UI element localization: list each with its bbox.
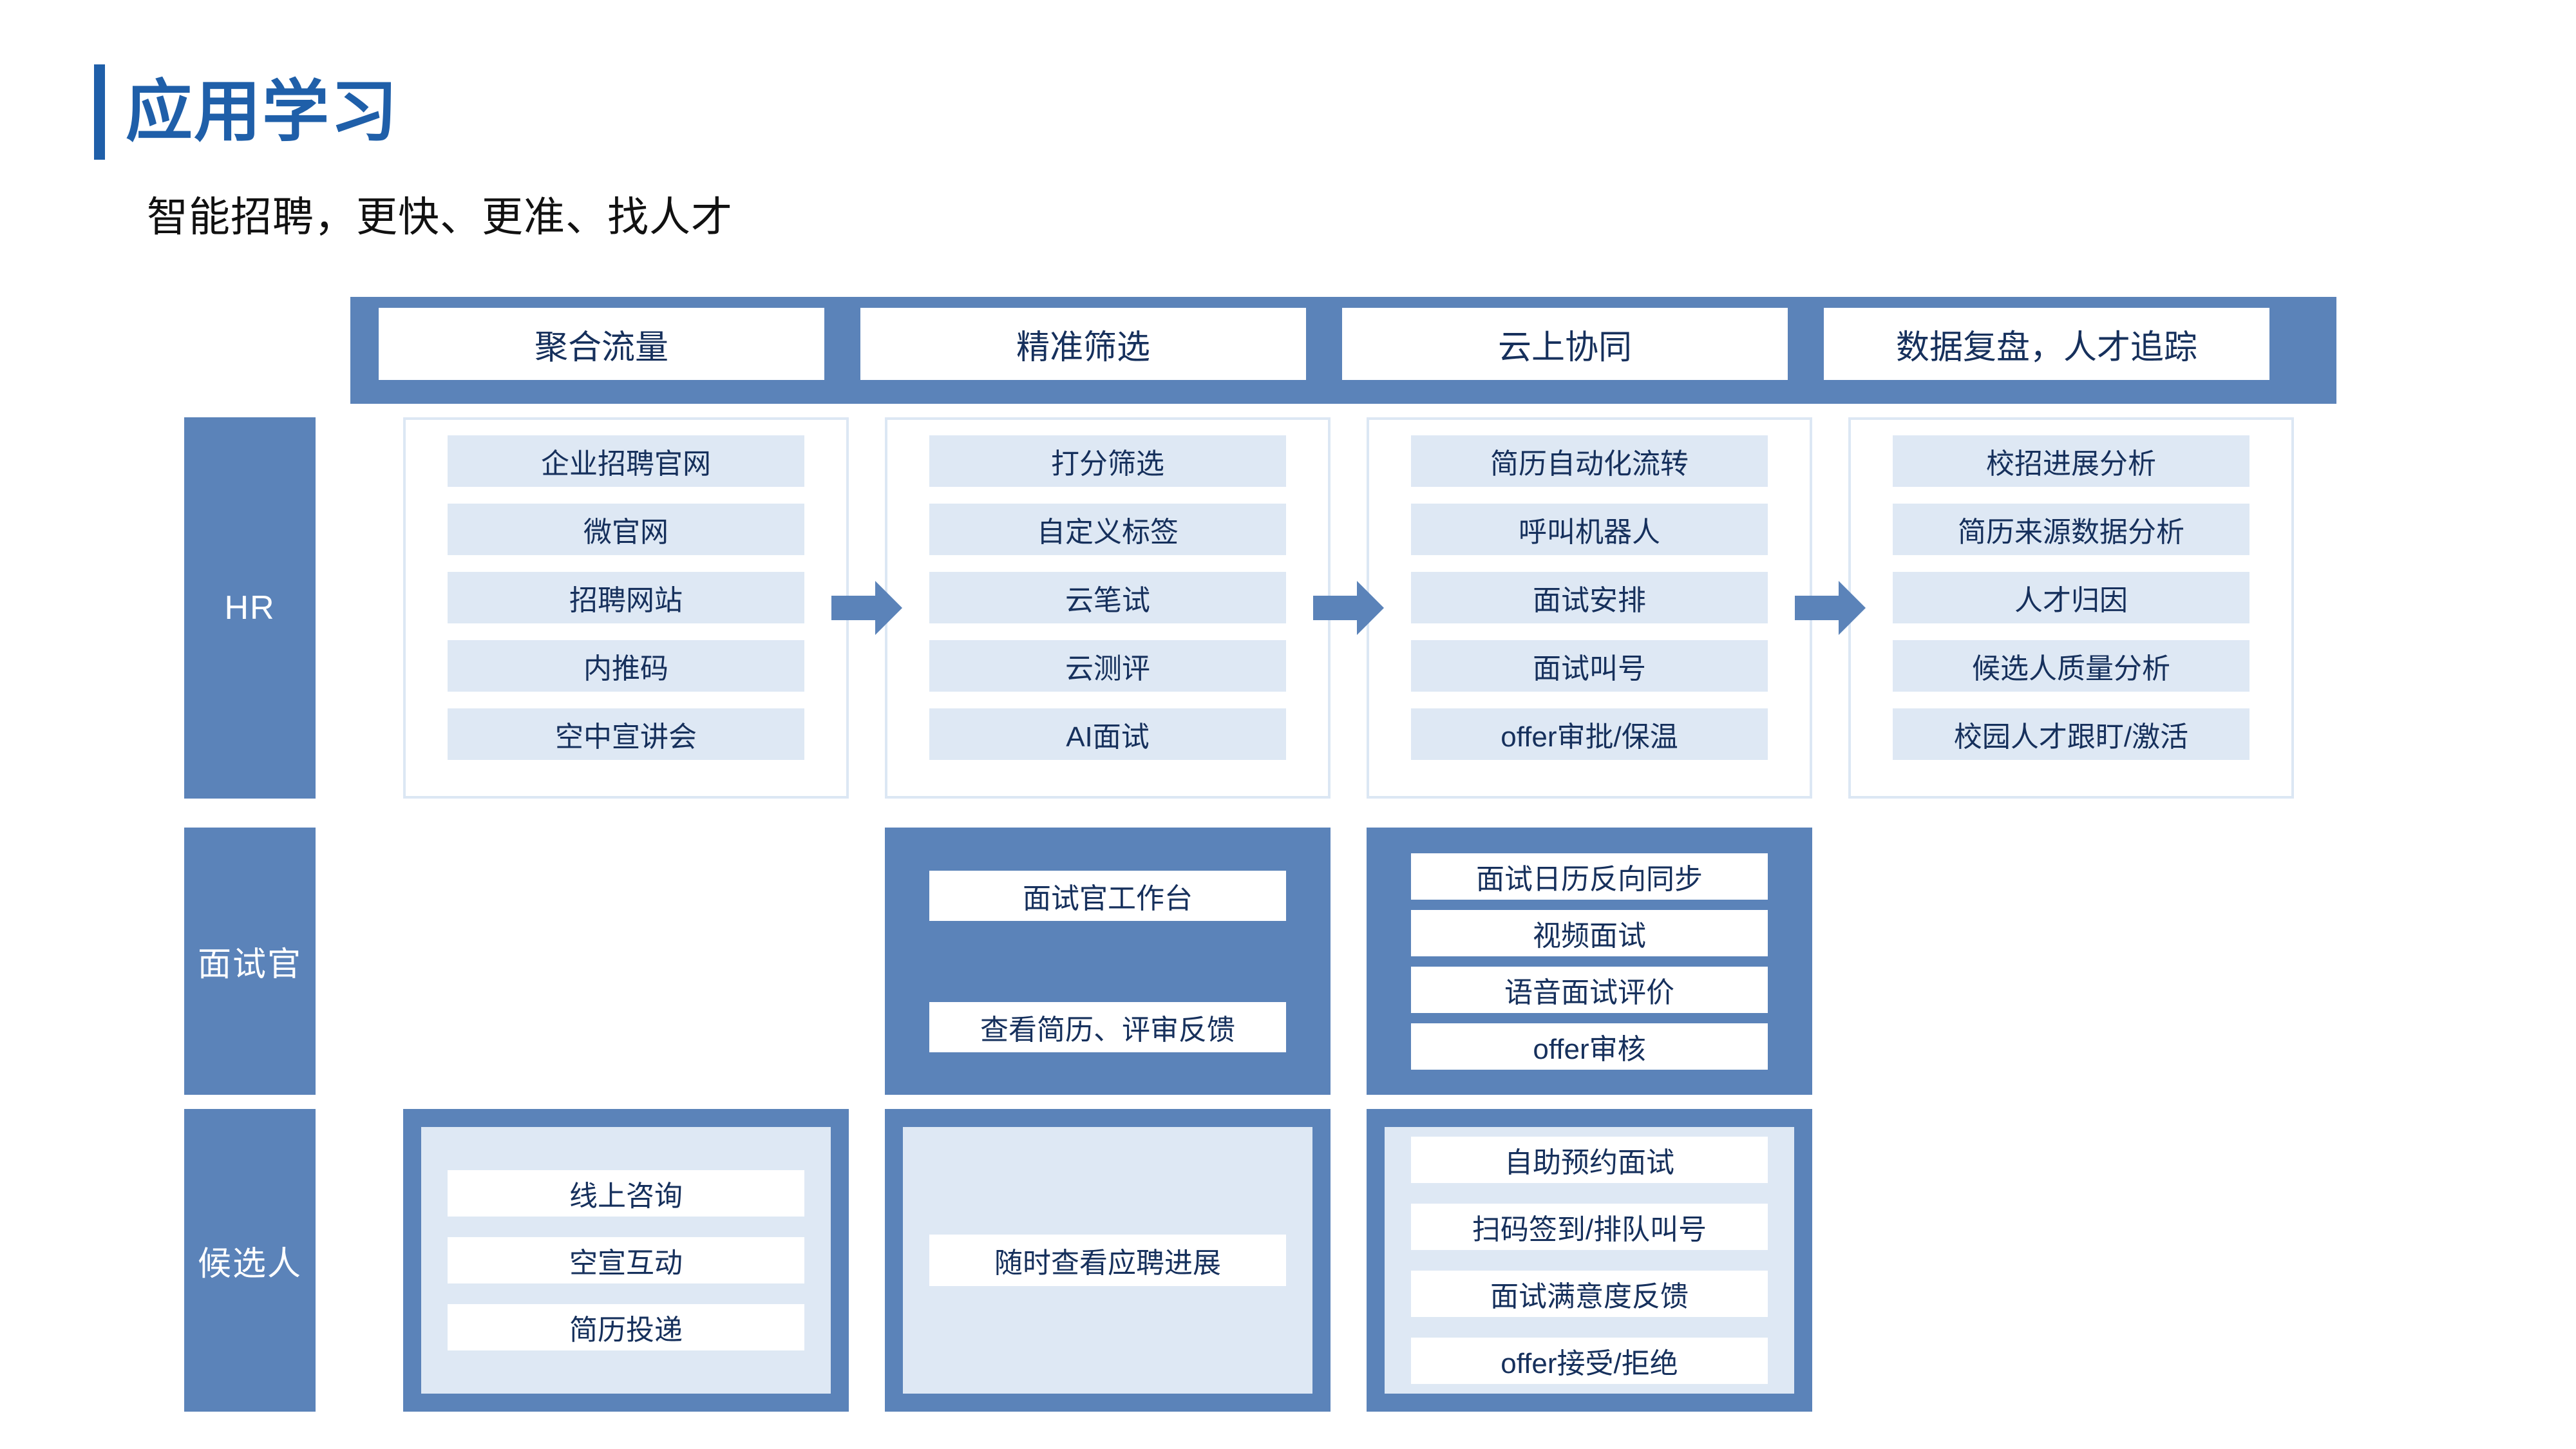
feature-chip[interactable]: 人才归因 [1893,572,2249,623]
panel-candidate-precise-screening-inner: 随时查看应聘进展 [903,1127,1312,1394]
row-label-hr: HR [184,417,316,799]
feature-chip[interactable]: 查看简历、评审反馈 [929,1001,1286,1052]
feature-chip[interactable]: 面试安排 [1411,572,1768,623]
feature-chip[interactable]: 线上咨询 [448,1170,804,1217]
feature-chip[interactable]: 简历投递 [448,1304,804,1350]
feature-chip[interactable]: 简历自动化流转 [1411,435,1768,487]
row-label-interviewer: 面试官 [184,828,316,1095]
stage-header-precise-screening[interactable]: 精准筛选 [860,308,1306,380]
feature-chip[interactable]: 内推码 [448,640,804,692]
arrow-right-icon-stage-2-to-3 [1313,581,1384,635]
feature-chip[interactable]: 打分筛选 [929,435,1286,487]
feature-chip[interactable]: 简历来源数据分析 [1893,504,2249,555]
title-text: 应用学习 [126,75,399,149]
feature-chip[interactable]: 自定义标签 [929,504,1286,555]
feature-chip[interactable]: 云笔试 [929,572,1286,623]
feature-chip[interactable]: 随时查看应聘进展 [929,1235,1286,1286]
arrow-right-icon-stage-3-to-4 [1795,581,1866,635]
title-accent-bar [94,64,105,160]
panel-interviewer-precise-screening: 面试官工作台查看简历、评审反馈 [885,828,1331,1095]
feature-chip[interactable]: offer接受/拒绝 [1411,1338,1768,1384]
stage-header-band: 聚合流量 精准筛选 云上协同 数据复盘，人才追踪 [350,297,2336,404]
feature-chip[interactable]: offer审核 [1411,1023,1768,1070]
row-label-candidate: 候选人 [184,1109,316,1412]
feature-chip[interactable]: 招聘网站 [448,572,804,623]
arrow-right-icon-stage-1-to-2 [831,581,902,635]
feature-chip[interactable]: 语音面试评价 [1411,966,1768,1013]
panel-candidate-aggregate-traffic: 线上咨询空宣互动简历投递 [403,1109,849,1412]
feature-chip[interactable]: 自助预约面试 [1411,1137,1768,1183]
panel-candidate-cloud-collaboration: 自助预约面试扫码签到/排队叫号面试满意度反馈 offer接受/拒绝 [1367,1109,1812,1412]
feature-chip[interactable]: 视频面试 [1411,909,1768,956]
page-title: 应用学习 [94,64,399,160]
panel-hr-precise-screening: 打分筛选自定义标签云笔试云测评 AI面试 [885,417,1331,799]
feature-chip[interactable]: 面试叫号 [1411,640,1768,692]
feature-chip[interactable]: 空宣互动 [448,1237,804,1283]
stage-header-data-review[interactable]: 数据复盘，人才追踪 [1824,308,2269,380]
feature-chip[interactable]: 呼叫机器人 [1411,504,1768,555]
feature-chip[interactable]: 校园人才跟盯/激活 [1893,708,2249,760]
feature-chip[interactable]: 空中宣讲会 [448,708,804,760]
feature-chip[interactable]: 扫码签到/排队叫号 [1411,1204,1768,1250]
feature-chip[interactable]: 云测评 [929,640,1286,692]
feature-chip[interactable]: 候选人质量分析 [1893,640,2249,692]
feature-chip[interactable]: 面试官工作台 [929,870,1286,921]
panel-interviewer-cloud-collaboration: 面试日历反向同步视频面试语音面试评价 offer审核 [1367,828,1812,1095]
panel-hr-aggregate-traffic: 企业招聘官网微官网招聘网站内推码空中宣讲会 [403,417,849,799]
page-subtitle: 智能招聘，更快、更准、找人才 [147,194,733,240]
panel-candidate-aggregate-traffic-inner: 线上咨询空宣互动简历投递 [421,1127,831,1394]
stage-header-cloud-collaboration[interactable]: 云上协同 [1342,308,1788,380]
stage-header-aggregate-traffic[interactable]: 聚合流量 [379,308,824,380]
feature-chip[interactable]: offer审批/保温 [1411,708,1768,760]
panel-candidate-cloud-collaboration-inner: 自助预约面试扫码签到/排队叫号面试满意度反馈 offer接受/拒绝 [1385,1127,1794,1394]
feature-chip[interactable]: 企业招聘官网 [448,435,804,487]
feature-chip[interactable]: AI面试 [929,708,1286,760]
feature-chip[interactable]: 校招进展分析 [1893,435,2249,487]
feature-chip[interactable]: 微官网 [448,504,804,555]
feature-chip[interactable]: 面试满意度反馈 [1411,1271,1768,1317]
feature-chip[interactable]: 面试日历反向同步 [1411,853,1768,900]
panel-hr-data-review: 校招进展分析简历来源数据分析人才归因候选人质量分析校园人才跟盯/激活 [1848,417,2294,799]
panel-candidate-precise-screening: 随时查看应聘进展 [885,1109,1331,1412]
panel-hr-cloud-collaboration: 简历自动化流转呼叫机器人面试安排面试叫号 offer审批/保温 [1367,417,1812,799]
